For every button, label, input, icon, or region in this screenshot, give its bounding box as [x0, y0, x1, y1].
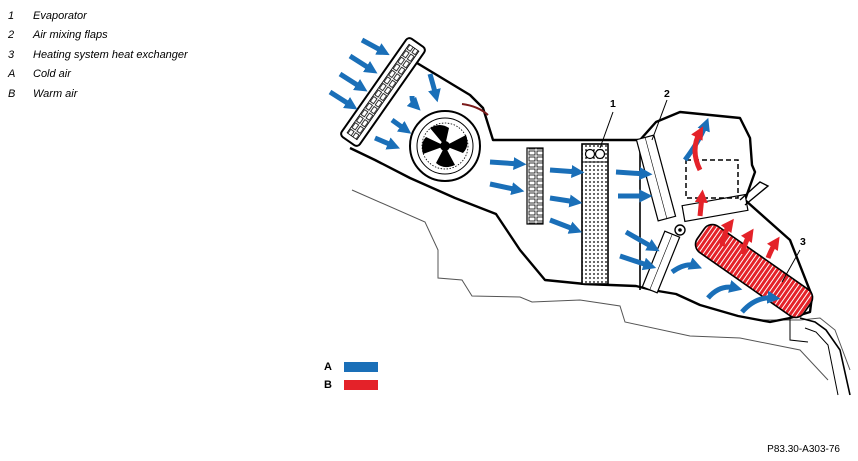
outlet-flange	[789, 314, 809, 343]
key-cold-label: A	[324, 361, 332, 373]
body-contour	[351, 189, 829, 381]
upper-outlet-duct	[739, 181, 770, 206]
legend-text: Warm air	[33, 87, 78, 100]
legend: 1 Evaporator 2 Air mixing flaps 3 Heating s…	[8, 6, 188, 104]
blower-fan	[409, 103, 489, 182]
upper-box-dashed	[685, 159, 739, 199]
warm-air-swatch	[344, 380, 378, 390]
key-cold-air: A	[324, 361, 378, 373]
outlet-duct	[799, 317, 851, 396]
outlet-duct-inner	[804, 327, 839, 396]
legend-item: A Cold air	[8, 65, 188, 85]
cold-air-arrows	[328, 37, 781, 314]
intake-grille	[340, 37, 426, 147]
callout-line-1	[599, 111, 614, 149]
cold-air-swatch	[344, 362, 378, 372]
callout-line-3	[781, 249, 801, 283]
mixing-flap-lower	[641, 230, 681, 294]
legend-item: B Warm air	[8, 84, 188, 104]
figure-reference: P83.30-A303-76	[767, 444, 840, 455]
legend-item: 3 Heating system heat exchanger	[8, 45, 188, 65]
legend-key: A	[8, 68, 16, 81]
legend-text: Heating system heat exchanger	[33, 48, 188, 61]
legend-key: B	[8, 87, 16, 100]
callout-1: 1	[610, 98, 616, 110]
legend-item: 1 Evaporator	[8, 6, 188, 26]
legend-text: Cold air	[33, 68, 71, 81]
legend-text: Air mixing flaps	[33, 29, 108, 42]
legend-text: Evaporator	[33, 9, 87, 22]
body-contour-inner	[760, 317, 851, 371]
legend-key: 1	[8, 9, 15, 22]
legend-item: 2 Air mixing flaps	[8, 26, 188, 46]
mixing-flap-upper	[635, 134, 677, 222]
evaporator	[581, 143, 609, 285]
filter-grid	[526, 147, 544, 225]
key-warm-label: B	[324, 379, 332, 391]
callout-line-2	[651, 99, 668, 141]
key-warm-air: B	[324, 379, 378, 391]
callout-2: 2	[664, 88, 670, 100]
legend-key: 3	[8, 48, 15, 61]
callout-3: 3	[800, 236, 806, 248]
heater-core	[694, 223, 814, 319]
warm-air-arrows	[691, 126, 780, 259]
legend-key: 2	[8, 29, 15, 42]
